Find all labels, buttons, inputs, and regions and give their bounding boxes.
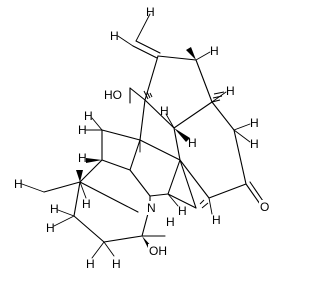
- hydrogen-label: H: [250, 137, 259, 151]
- hydroxyl-label-top: HO: [104, 88, 122, 102]
- hashed-bonds: [143, 90, 225, 209]
- hydrogen-label: H: [86, 257, 95, 271]
- hydrogen-label: H: [210, 44, 219, 58]
- ketone-oxygen-label: O: [260, 200, 269, 214]
- hydrogen-label: H: [146, 5, 155, 19]
- hydrogen-label: H: [250, 116, 259, 130]
- hydrogen-label: H: [160, 104, 169, 118]
- hydrogen-label: H: [110, 29, 119, 43]
- hydroxyl-label-bottom: OH: [149, 244, 167, 258]
- hydrogen-label: H: [50, 202, 59, 216]
- hydrogen-label: H: [212, 213, 221, 227]
- nitrogen-label: N: [147, 201, 156, 215]
- hydrogen-label: H: [46, 221, 55, 235]
- hydrogen-label: H: [178, 204, 187, 218]
- hydrogen-label: H: [188, 136, 197, 150]
- bond-lines: [43, 13, 264, 243]
- hydrogen-label: H: [82, 197, 91, 211]
- hydrogen-label: H: [166, 215, 175, 229]
- hydrogen-label: H: [78, 151, 87, 165]
- hydrogen-bonds: [21, 51, 251, 259]
- hydrogen-label: H: [112, 257, 121, 271]
- hydrogen-label: H: [14, 177, 23, 191]
- hydrogen-label: H: [84, 109, 93, 123]
- hydrogen-label: H: [226, 84, 235, 98]
- atom-labels: HO N O OH H H H H H H H H H H H H H H H …: [14, 5, 271, 271]
- hydrogen-label: H: [78, 123, 87, 137]
- molecular-structure: HO N O OH H H H H H H H H H H H H H H H …: [14, 5, 271, 271]
